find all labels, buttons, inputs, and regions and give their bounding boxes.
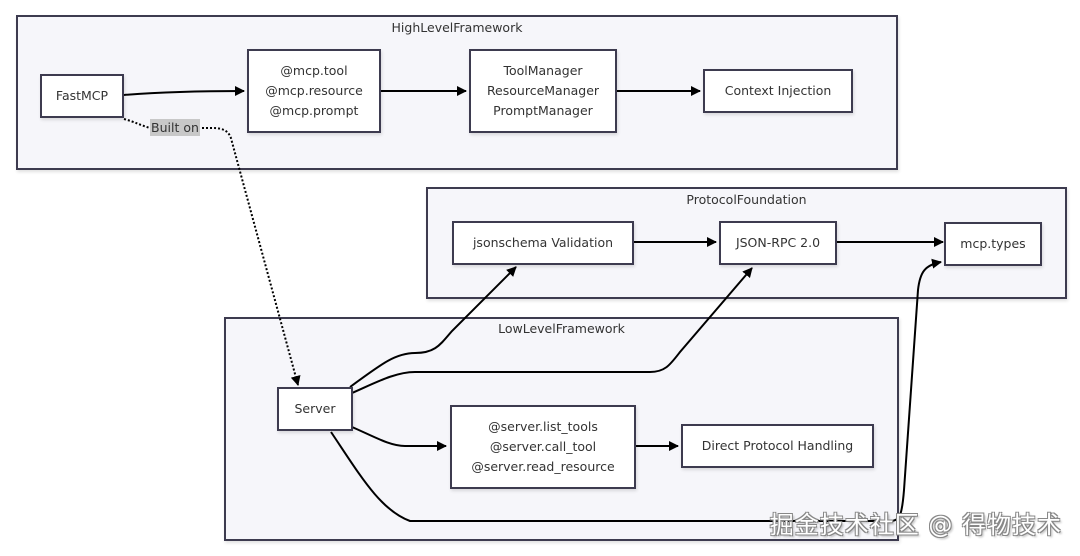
node-server-decorators[interactable]: @server.list_tools @server.call_tool @se… [450,405,636,489]
node-label: ResourceManager [486,83,600,98]
node-label: ToolManager [503,63,583,78]
node-label: @server.list_tools [488,419,598,434]
cluster-title: HighLevelFramework [391,20,523,35]
node-mcp-types[interactable]: mcp.types [944,222,1042,266]
node-label: mcp.types [960,236,1026,251]
node-context-injection[interactable]: Context Injection [703,69,853,113]
node-label: PromptManager [493,103,593,118]
cluster-title: ProtocolFoundation [686,192,807,207]
node-jsonschema-validation[interactable]: jsonschema Validation [452,221,634,265]
node-label: @mcp.resource [265,83,363,98]
node-label: Direct Protocol Handling [701,438,854,453]
node-label: @server.read_resource [471,459,615,474]
node-label: JSON-RPC 2.0 [735,235,821,250]
node-mcp-decorators[interactable]: @mcp.tool @mcp.resource @mcp.prompt [247,49,381,133]
edge-label-built-on: Built on [150,119,200,136]
node-json-rpc[interactable]: JSON-RPC 2.0 [719,221,837,265]
node-label: @mcp.prompt [269,103,359,118]
watermark: 掘金技术社区 @ 得物技术 [769,511,1062,539]
node-server[interactable]: Server [277,387,353,431]
node-managers[interactable]: ToolManager ResourceManager PromptManage… [469,49,617,133]
node-label: Server [294,401,336,416]
node-label: FastMCP [55,88,109,103]
node-label: jsonschema Validation [472,235,614,250]
node-label: @mcp.tool [280,63,348,78]
node-direct-protocol-handling[interactable]: Direct Protocol Handling [681,424,874,468]
node-label: Context Injection [724,83,832,98]
node-label: @server.call_tool [489,439,597,454]
node-fastmcp[interactable]: FastMCP [40,74,124,118]
cluster-title: LowLevelFramework [498,321,625,336]
